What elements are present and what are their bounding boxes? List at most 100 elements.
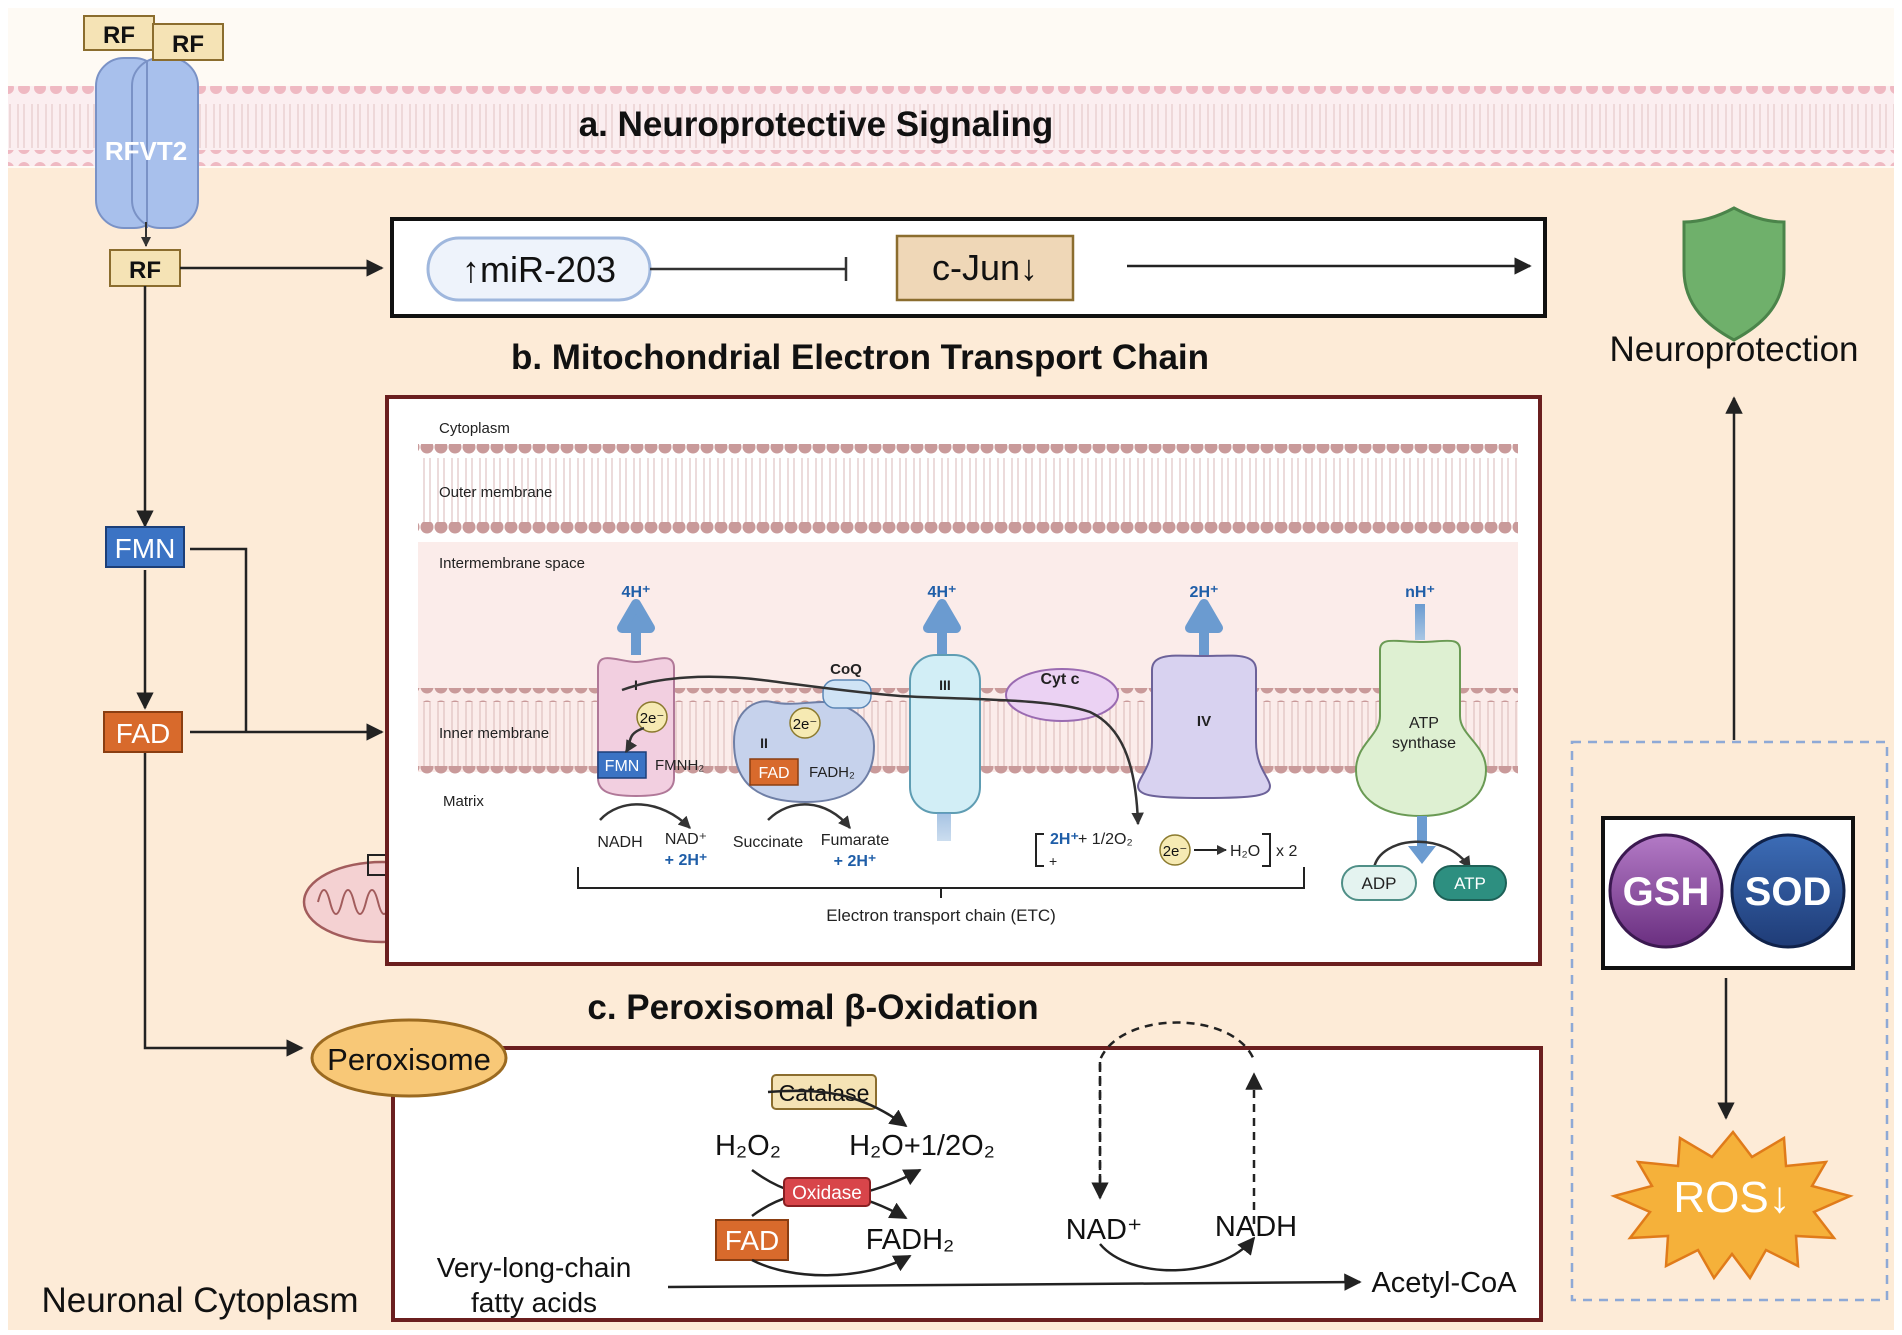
- mir-203-pill: ↑miR-203: [426, 236, 652, 302]
- reaction-mult-label: x 2: [1276, 843, 1297, 860]
- electron-ii: [789, 707, 821, 739]
- fmn-label: FMN: [115, 533, 176, 564]
- complex-iii-label: III: [939, 677, 951, 693]
- atp-synthase: ATP synthase: [1354, 639, 1488, 818]
- neuroprotection-label: Neuroprotection: [1609, 330, 1858, 369]
- cyt-c-label: Cyt c: [1040, 671, 1079, 688]
- rfvt2-label: RFVT2: [105, 136, 187, 166]
- proton-arrow-i: [617, 599, 655, 655]
- catalase-arrow: [767, 1089, 908, 1128]
- coq: [822, 679, 872, 709]
- oxidase-box: Oxidase: [783, 1177, 871, 1207]
- fad-etc: FAD: [749, 758, 799, 786]
- neuronal-cytoplasm-label: Neuronal Cytoplasm: [41, 1281, 358, 1320]
- perox-nadh-label: NADH: [1215, 1211, 1297, 1243]
- rf-out-1-label: RF: [103, 22, 135, 49]
- fmn-box: FMN: [105, 526, 185, 568]
- complex-ii-label: II: [760, 735, 768, 751]
- rf-inside-label: RF: [129, 257, 161, 284]
- proton-label-atp: nH⁺: [1405, 584, 1435, 601]
- complex-iv-label: IV: [1197, 713, 1211, 730]
- etc-matrix-label: Matrix: [443, 793, 484, 810]
- atp-label: ATP: [1454, 874, 1486, 893]
- electron-iv: [1159, 834, 1191, 866]
- perox-fadh2-label: FADH₂: [866, 1224, 955, 1256]
- rf-inside: RF: [109, 249, 181, 287]
- fadh2-etc-label: FADH₂: [809, 764, 855, 781]
- fad-cycle-arrow: [751, 1254, 912, 1277]
- etc-cytoplasm-label: Cytoplasm: [439, 420, 510, 437]
- line-fmn-to-etc: [190, 547, 248, 732]
- proton-arrow-iii: [923, 599, 961, 655]
- section-title-a: a. Neuroprotective Signaling: [579, 105, 1054, 144]
- atp-synthase-label-1: ATP: [1409, 715, 1439, 732]
- etc-nad-h-label: + 2H⁺: [665, 852, 708, 869]
- shield-icon: [1682, 206, 1786, 342]
- electron-transfer-i: [624, 726, 645, 754]
- proton-label-iii: 4H⁺: [928, 584, 957, 601]
- ros-label: ROS↓: [1673, 1173, 1790, 1222]
- perox-fad-label: FAD: [725, 1225, 779, 1256]
- oxygen-reaction: 2H⁺ + 1/2O₂ + 2e⁻ H₂O x 2: [1035, 831, 1297, 869]
- succinate-reaction-arrow: [767, 803, 851, 829]
- electron-path: [621, 675, 1144, 826]
- outer-membrane: [418, 444, 1518, 536]
- rfvt2-transporter: RFVT2: [95, 57, 199, 229]
- beta-oxidation-arrow: [667, 1273, 1362, 1291]
- etc-inner-membrane-label: Inner membrane: [439, 725, 549, 742]
- rf-out-2-label: RF: [172, 31, 204, 58]
- electron-i: [636, 701, 668, 733]
- vlcfa-label-1: Very-long-chain: [437, 1252, 632, 1283]
- atp-synthase-label-2: synthase: [1392, 735, 1456, 752]
- etc-nad-label: NAD⁺: [665, 831, 707, 848]
- vlcfa-label-2: fatty acids: [471, 1287, 597, 1318]
- electron-iv-label: 2e⁻: [1163, 843, 1188, 860]
- atp-reaction-arrow: [1372, 840, 1472, 870]
- plasma-membrane: [8, 86, 1894, 166]
- h2o-label: H₂O+1/2O₂: [849, 1130, 995, 1162]
- gsh-label: GSH: [1623, 870, 1710, 914]
- mir-203-label: ↑miR-203: [462, 249, 616, 290]
- proton-arrow-iv: [1185, 599, 1223, 655]
- rf-out-1: RF: [83, 15, 155, 51]
- acetyl-coa-label: Acetyl-CoA: [1371, 1267, 1517, 1299]
- electron-i-label: 2e⁻: [640, 710, 665, 727]
- ros-burst-icon: ROS↓: [1610, 1129, 1854, 1281]
- etc-outer-membrane-label: Outer membrane: [439, 484, 552, 501]
- section-title-b: b. Mitochondrial Electron Transport Chai…: [511, 338, 1209, 377]
- antioxidant-dashed-box: [1570, 740, 1889, 1302]
- nad-dashed-cycle-top: [1098, 1021, 1256, 1198]
- peroxisome-label: Peroxisome: [327, 1042, 491, 1077]
- rf-out-2: RF: [152, 23, 224, 61]
- fmn-etc-label: FMN: [605, 758, 640, 775]
- peroxisome-ellipse: Peroxisome: [310, 1018, 508, 1098]
- section-title-c: c. Peroxisomal β-Oxidation: [587, 988, 1038, 1027]
- etc-bracket-label: Electron transport chain (ETC): [826, 906, 1056, 925]
- reaction-h-label: 2H⁺: [1050, 831, 1079, 848]
- etc-bracket: [577, 867, 1305, 898]
- proton-label-i: 4H⁺: [622, 584, 651, 601]
- atp-proton-flow-head: [1408, 846, 1436, 864]
- sod-sphere: SOD: [1730, 833, 1846, 949]
- sod-label: SOD: [1745, 870, 1832, 914]
- proton-label-iv: 2H⁺: [1190, 584, 1219, 601]
- reaction-o2-label: + 1/2O₂: [1078, 831, 1133, 848]
- matrix-flow-iii: [937, 813, 951, 841]
- proton-flow-atp: [1415, 604, 1425, 640]
- fad-box: FAD: [103, 711, 183, 753]
- oxidase-label: Oxidase: [792, 1183, 862, 1204]
- fmnh2-label: FMNH₂: [655, 757, 704, 774]
- reaction-plus-label: +: [1049, 853, 1057, 869]
- reaction-water-label: H₂O: [1230, 843, 1260, 860]
- adp-label: ADP: [1362, 874, 1397, 893]
- fad-label: FAD: [116, 718, 170, 749]
- nad-reduction-arrow: [1099, 1236, 1256, 1272]
- gsh-sphere: GSH: [1608, 833, 1724, 949]
- atp-pill: ATP: [1433, 865, 1507, 901]
- complex-iii: III: [909, 654, 981, 814]
- nadh-reaction-arrow: [599, 803, 691, 829]
- etc-nadh-label: NADH: [597, 834, 642, 851]
- complex-iv: IV: [1136, 654, 1272, 800]
